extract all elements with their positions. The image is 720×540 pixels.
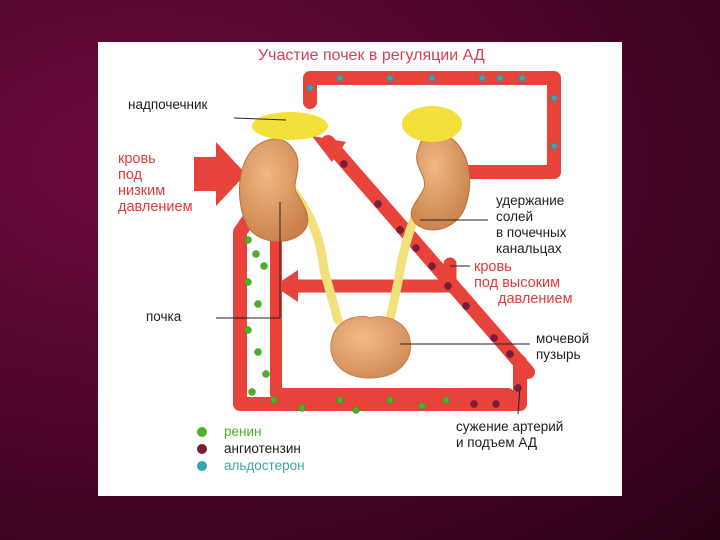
label-artery-constriction-1: сужение артерий <box>456 419 564 434</box>
label-low-pressure-4: давлением <box>118 199 193 215</box>
legend-angiotensin: ангиотензин <box>224 441 301 456</box>
legend-renin: ренин <box>224 424 262 439</box>
adrenal-right <box>402 106 462 142</box>
arrow-low-pressure <box>194 142 246 206</box>
purple-dots-diagonal <box>340 160 522 408</box>
label-high-pressure-1: кровь <box>474 259 512 275</box>
legend-dot-renin <box>197 427 207 437</box>
diagram-slide: Участие почек в регуляции АД надпочечник… <box>98 42 622 496</box>
legend-dot-angiotensin <box>197 444 207 454</box>
kidney-right <box>410 131 471 231</box>
label-bladder-1: мочевой <box>536 331 590 346</box>
label-high-pressure-3: давлением <box>498 291 573 307</box>
label-bladder-2: пузырь <box>536 347 581 362</box>
teal-dots-top-loop <box>306 74 558 150</box>
label-low-pressure-1: кровь <box>118 151 156 167</box>
arrow-diagonal-up <box>312 136 346 162</box>
label-high-pressure-2: под высоким <box>474 275 561 291</box>
renal-regulation-diagram <box>194 71 561 471</box>
leader-lines <box>216 117 530 415</box>
vessel-high-pressure <box>287 257 457 293</box>
kidney-left <box>239 138 309 242</box>
green-dots-left <box>244 236 450 414</box>
label-salt-retention-2: солей <box>496 209 534 224</box>
label-salt-retention-1: удержание <box>496 193 565 208</box>
legend-aldosterone: альдостерон <box>224 458 305 473</box>
label-low-pressure-3: низким <box>118 183 166 199</box>
diagram-title: Участие почек в регуляции АД <box>258 47 485 64</box>
label-artery-constriction-2: и подъем АД <box>456 435 537 450</box>
label-kidney: почка <box>146 309 182 324</box>
vessel-diagonal <box>321 135 535 379</box>
label-salt-retention-4: канальцах <box>496 241 562 256</box>
bladder <box>330 315 412 379</box>
legend-dot-aldosterone <box>197 461 207 471</box>
label-salt-retention-3: в почечных <box>496 225 567 240</box>
arrow-high-pressure <box>274 270 298 302</box>
label-low-pressure-2: под <box>118 167 143 183</box>
label-adrenal: надпочечник <box>128 97 208 112</box>
adrenal-left <box>252 112 328 140</box>
